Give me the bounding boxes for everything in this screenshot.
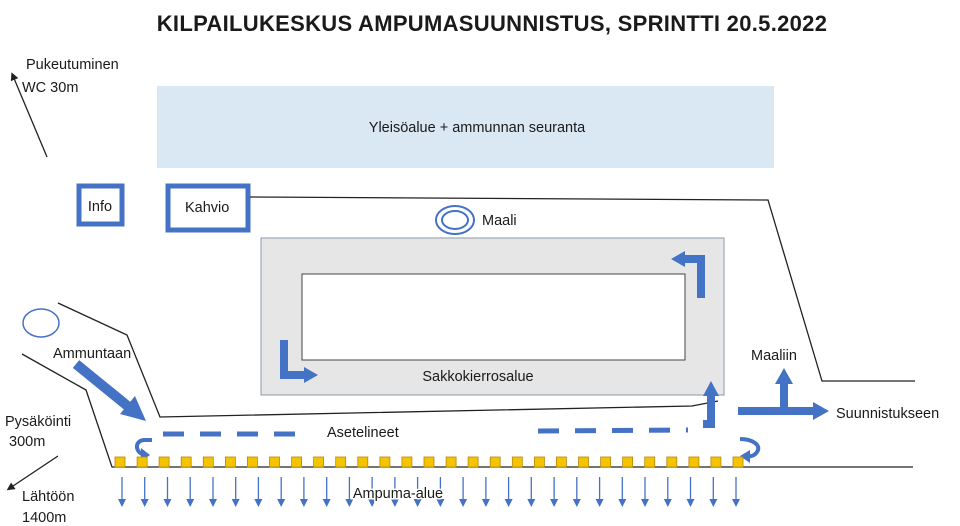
shooting-target [136, 456, 148, 468]
penalty-arrow-bottom-left-icon [280, 340, 318, 383]
wc-label: WC 30m [22, 80, 78, 96]
shooting-target [423, 456, 435, 468]
info-box [76, 183, 125, 227]
shooting-target [511, 456, 523, 468]
to-penalty-arrow-icon [703, 381, 719, 428]
cafe-box [165, 183, 251, 233]
map-title: KILPAILUKESKUS AMPUMASUUNNISTUS, SPRINTT… [157, 11, 828, 36]
shooting-target [158, 456, 170, 468]
shooting-target [489, 456, 501, 468]
parking-distance-label: 300m [9, 434, 45, 450]
shooting-target [246, 456, 258, 468]
info-label: Info [88, 199, 112, 215]
shooting-target [688, 456, 700, 468]
audience-area-label: Yleisöalue + ammunnan seuranta [369, 120, 586, 136]
shooting-target [710, 456, 722, 468]
shooting-target [313, 456, 325, 468]
audience-area [157, 86, 774, 168]
shooting-target [401, 456, 413, 468]
shooting-target [732, 456, 744, 468]
rifle-racks-line-right [537, 427, 689, 434]
shooting-target [622, 456, 633, 468]
boundary-line-left-upper [57, 302, 719, 418]
to-shooting-label: Ammuntaan [53, 346, 131, 362]
shooting-target [600, 456, 611, 468]
rifle-racks-label: Asetelineet [327, 425, 399, 441]
penalty-loop-inner [301, 273, 686, 361]
shooting-target [556, 456, 567, 468]
shooting-direction-arrows [118, 477, 740, 507]
finish-inner-ring [441, 210, 469, 230]
shooting-target [467, 456, 479, 468]
shooting-target [180, 456, 192, 468]
shooting-target [379, 456, 391, 468]
parking-label: Pysäköinti [5, 414, 71, 430]
u-turn-right-icon [739, 437, 761, 463]
finish-label: Maali [482, 213, 517, 229]
to-navigation-arrow-icon [738, 402, 829, 420]
shooting-target [269, 456, 280, 468]
shooting-target [644, 456, 656, 468]
path-to-dressing-arrow [10, 72, 48, 158]
start-circle [22, 308, 60, 338]
shooting-target [445, 456, 457, 468]
to-shooting-arrow-icon [72, 360, 146, 421]
to-start-distance-label: 1400m [22, 510, 66, 526]
shooting-target [114, 456, 126, 468]
shooting-target [202, 456, 214, 468]
to-finish-label: Maaliin [751, 348, 797, 364]
shooting-target [335, 456, 347, 468]
to-start-label: Lähtöön [22, 489, 74, 505]
penalty-arrow-top-right-icon [671, 251, 705, 298]
cafe-label: Kahvio [185, 200, 229, 216]
to-navigation-label: Suunnistukseen [836, 406, 939, 422]
shooting-target [578, 456, 589, 468]
penalty-loop-label: Sakkokierrosalue [422, 369, 533, 385]
to-finish-arrow-icon [775, 368, 793, 410]
shooting-target [534, 456, 545, 468]
route-to-start-arrow [6, 455, 59, 491]
shooting-area-label: Ampuma-alue [353, 486, 443, 502]
shooting-target [666, 456, 678, 468]
shooting-targets [114, 456, 744, 468]
shooting-target [357, 456, 369, 468]
dressing-label: Pukeutuminen [26, 57, 119, 73]
shooting-target [291, 456, 303, 468]
boundary-line-right [249, 196, 915, 382]
shooting-target [224, 456, 236, 468]
